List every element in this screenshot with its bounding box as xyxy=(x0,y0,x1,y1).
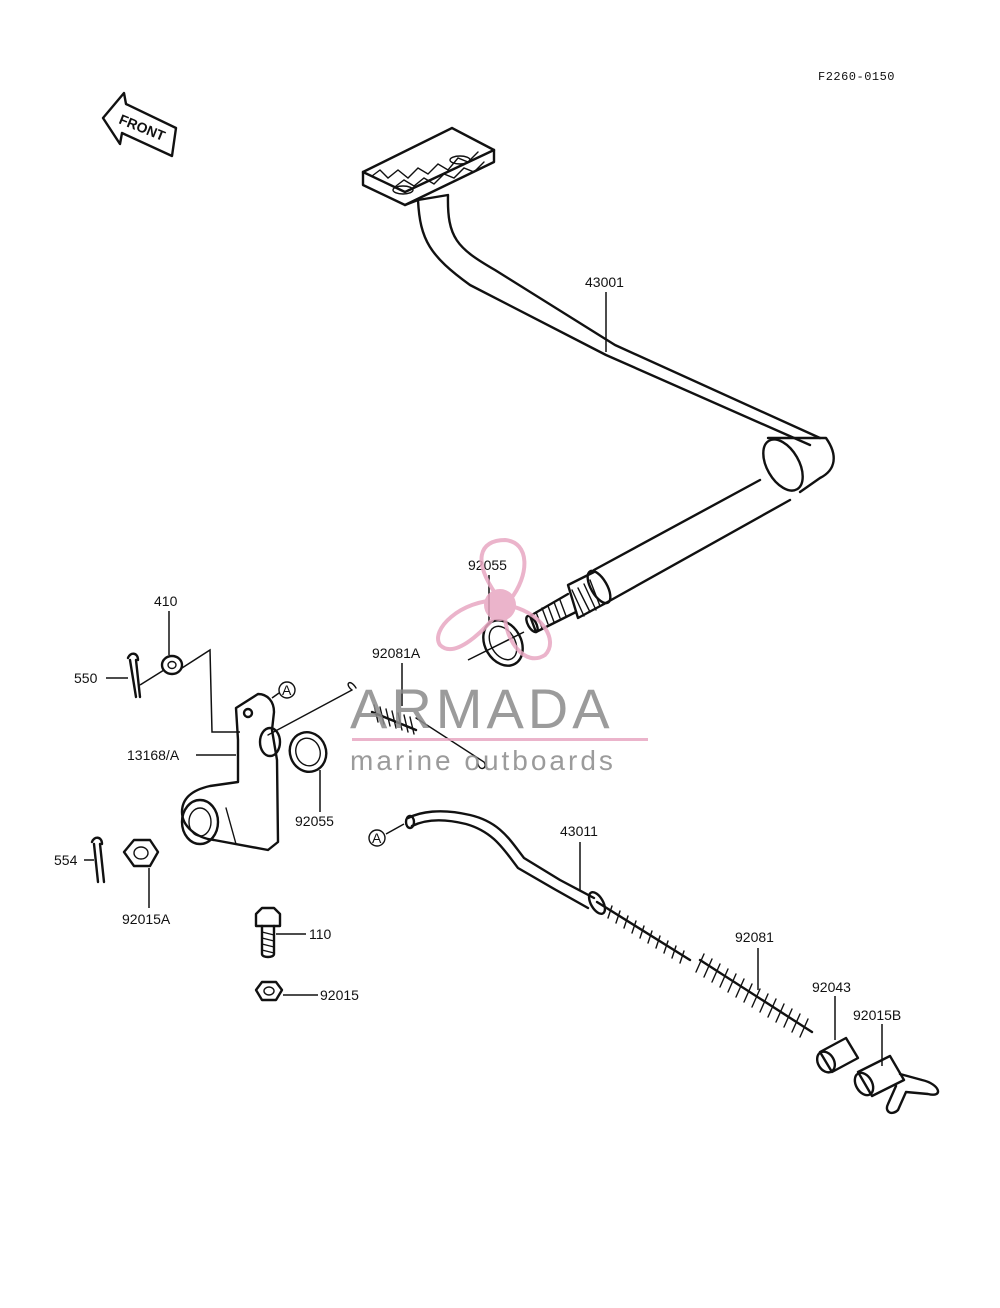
cotter-pin-550: 550 xyxy=(74,652,165,699)
cotter-pin-554: 554 xyxy=(54,836,106,884)
front-arrow-label: FRONT xyxy=(117,111,168,144)
label-92015b: 92015B xyxy=(853,1007,901,1023)
diagram-code: F2260-0150 xyxy=(818,70,895,84)
label-92055-bottom: 92055 xyxy=(295,813,334,829)
armada-watermark: ARMADA marine outboards xyxy=(350,537,648,776)
label-410: 410 xyxy=(154,593,178,609)
label-554: 554 xyxy=(54,852,78,868)
o-ring-92055-top: 92055 xyxy=(467,557,525,667)
label-110: 110 xyxy=(309,926,332,942)
spring-92081a: 92081A xyxy=(267,645,486,770)
wing-nut-92015b: 92015B xyxy=(853,1007,940,1115)
label-92015a: 92015A xyxy=(122,911,171,927)
nut-92015: 92015 xyxy=(254,980,359,1003)
nut-92015a: 92015A xyxy=(122,838,171,927)
propeller-logo-icon xyxy=(436,537,552,661)
label-550: 550 xyxy=(74,670,98,686)
front-arrow-icon: FRONT xyxy=(101,91,178,158)
label-92055-top: 92055 xyxy=(468,557,507,573)
reference-marker-a-bottom: A xyxy=(372,830,382,846)
spring-92081: 92081 xyxy=(695,929,814,1038)
pin-92043: 92043 xyxy=(812,979,860,1074)
brake-pedal-43001: 43001 xyxy=(361,126,835,634)
label-92015: 92015 xyxy=(320,987,359,1003)
reference-marker-a-top: A xyxy=(282,682,292,698)
label-43001: 43001 xyxy=(585,274,624,290)
washer-410: 410 xyxy=(154,593,184,676)
brake-rod-43011: A 43011 xyxy=(368,810,692,964)
label-92081: 92081 xyxy=(735,929,774,945)
o-ring-92055-bottom: 92055 xyxy=(288,731,334,829)
label-13168a: 13168/A xyxy=(127,747,180,763)
label-43011: 43011 xyxy=(560,823,598,839)
label-92081a: 92081A xyxy=(372,645,421,661)
label-92043: 92043 xyxy=(812,979,851,995)
watermark-brand: ARMADA xyxy=(350,677,614,740)
bolt-110: 110 xyxy=(254,906,332,959)
lever-13168a: 13168/A A xyxy=(127,648,296,852)
watermark-tagline: marine outboards xyxy=(350,745,616,776)
